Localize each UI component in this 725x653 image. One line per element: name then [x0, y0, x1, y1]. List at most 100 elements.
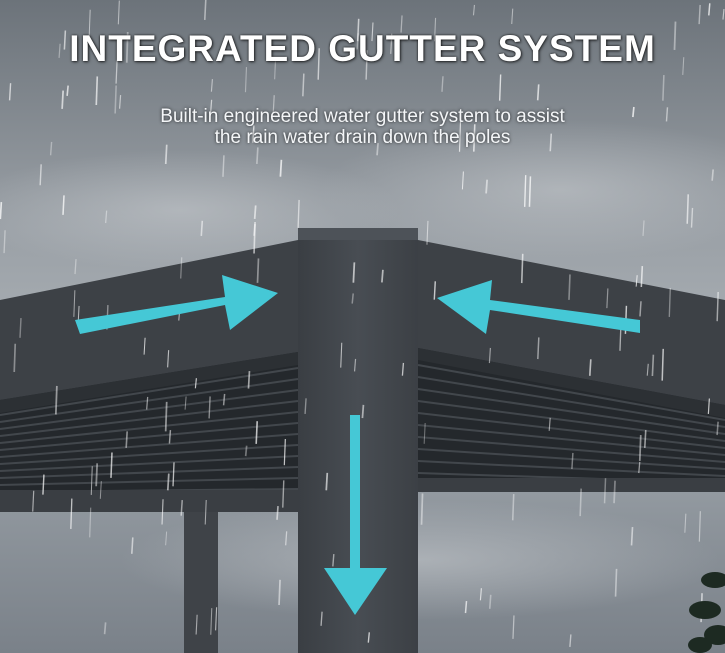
rain-drop: [651, 354, 655, 377]
rain-drop: [63, 30, 67, 50]
rain-drop: [172, 462, 175, 487]
cloud: [320, 120, 725, 260]
rain-drop: [95, 463, 99, 487]
rain-drop: [253, 221, 256, 254]
rain-drop: [253, 205, 257, 219]
louvre-slat: [0, 422, 299, 451]
rain-drop: [164, 144, 168, 165]
louvre-slat: [417, 460, 725, 477]
rain-drop: [89, 507, 92, 538]
rain-drop: [184, 396, 187, 410]
rain-drop: [283, 438, 286, 466]
rain-drop: [367, 632, 370, 643]
rain-drop: [716, 291, 719, 322]
rain-drop: [88, 9, 91, 38]
rain-drop: [195, 614, 198, 635]
arrow-left-icon: [437, 280, 640, 334]
rain-drop: [690, 207, 694, 228]
rain-drop: [244, 445, 248, 457]
louvre-slat: [0, 389, 299, 430]
rain-drop: [332, 553, 335, 567]
rain-drop: [536, 84, 540, 101]
rain-drop: [103, 622, 107, 635]
louvre-slat: [417, 376, 725, 428]
rain-drop: [485, 179, 488, 194]
gutter-beam-left-bottom: [0, 352, 298, 413]
louvre-slat: [0, 367, 299, 416]
louvre-slat: [0, 477, 299, 486]
gutter-beam-right: [418, 240, 725, 405]
rain-drop: [638, 461, 641, 474]
subtitle-line-1: Built-in engineered water gutter system …: [160, 106, 565, 127]
rain-drop: [698, 511, 701, 542]
rain-drop: [95, 76, 99, 106]
rain-drop: [39, 164, 42, 186]
rain-drop: [168, 430, 172, 444]
rain-drop: [400, 15, 403, 33]
front-rail-right: [416, 478, 725, 492]
rain-drop: [433, 281, 436, 300]
rain-drop: [523, 175, 527, 207]
rain-drop: [423, 422, 426, 444]
rain-drop: [215, 607, 218, 631]
rain-drop: [164, 401, 168, 432]
rain-drop: [376, 142, 379, 156]
rain-drop: [588, 359, 592, 376]
louvre-slat: [0, 433, 299, 458]
rain-drop: [252, 125, 255, 143]
rain-drop: [668, 287, 671, 317]
rain-drop: [131, 537, 134, 554]
rain-drop: [475, 47, 479, 58]
rain-drop: [643, 430, 647, 448]
louvre-slat: [417, 448, 725, 470]
rain-drop: [639, 301, 642, 317]
rain-drop: [58, 43, 61, 58]
rain-drop: [200, 220, 204, 236]
rain-drop: [125, 32, 129, 63]
rain-drop: [165, 531, 168, 546]
rain-drop: [568, 274, 571, 300]
rain-drop: [630, 526, 634, 546]
rain-drop: [73, 290, 76, 317]
rain-drop: [32, 490, 35, 512]
arrow-down-icon: [324, 415, 387, 615]
rain-drop: [285, 531, 288, 546]
rain-drop: [472, 4, 476, 16]
rain-drop: [606, 288, 609, 309]
rain-drop: [279, 159, 283, 177]
rain-drop: [356, 18, 360, 42]
rain-drop: [194, 378, 197, 389]
rain-drop: [707, 398, 710, 414]
rain-drop: [461, 171, 464, 190]
cloud: [120, 500, 720, 620]
rain-drop: [278, 579, 281, 606]
louvres-right: [417, 364, 725, 484]
rain-drop: [686, 194, 689, 224]
rain-drop: [8, 83, 12, 101]
rain-drop: [488, 594, 492, 609]
rain-drop: [167, 350, 170, 368]
louvre-slat: [417, 412, 725, 449]
rain-drop: [390, 33, 393, 54]
rain-drop: [635, 275, 638, 287]
rain-drop: [646, 363, 649, 376]
rain-drop: [210, 99, 213, 113]
rain-drop: [371, 22, 374, 42]
rain-drop: [13, 343, 17, 373]
rain-drop: [74, 259, 77, 275]
corner-post-cap: [298, 228, 418, 240]
rain-drop: [247, 371, 251, 389]
foliage: [688, 572, 725, 653]
rain-drop: [115, 60, 118, 84]
louvre-slat: [0, 455, 299, 472]
front-rail-left: [0, 490, 300, 512]
rain-drop: [42, 474, 45, 495]
rain-drop: [49, 141, 53, 156]
rain-drop: [638, 435, 642, 461]
rain-drop: [222, 155, 225, 177]
rain-drop: [472, 124, 476, 152]
gutter-beam-right-bottom: [418, 348, 725, 418]
rain-drop: [353, 358, 357, 372]
rain-drop: [143, 337, 146, 355]
